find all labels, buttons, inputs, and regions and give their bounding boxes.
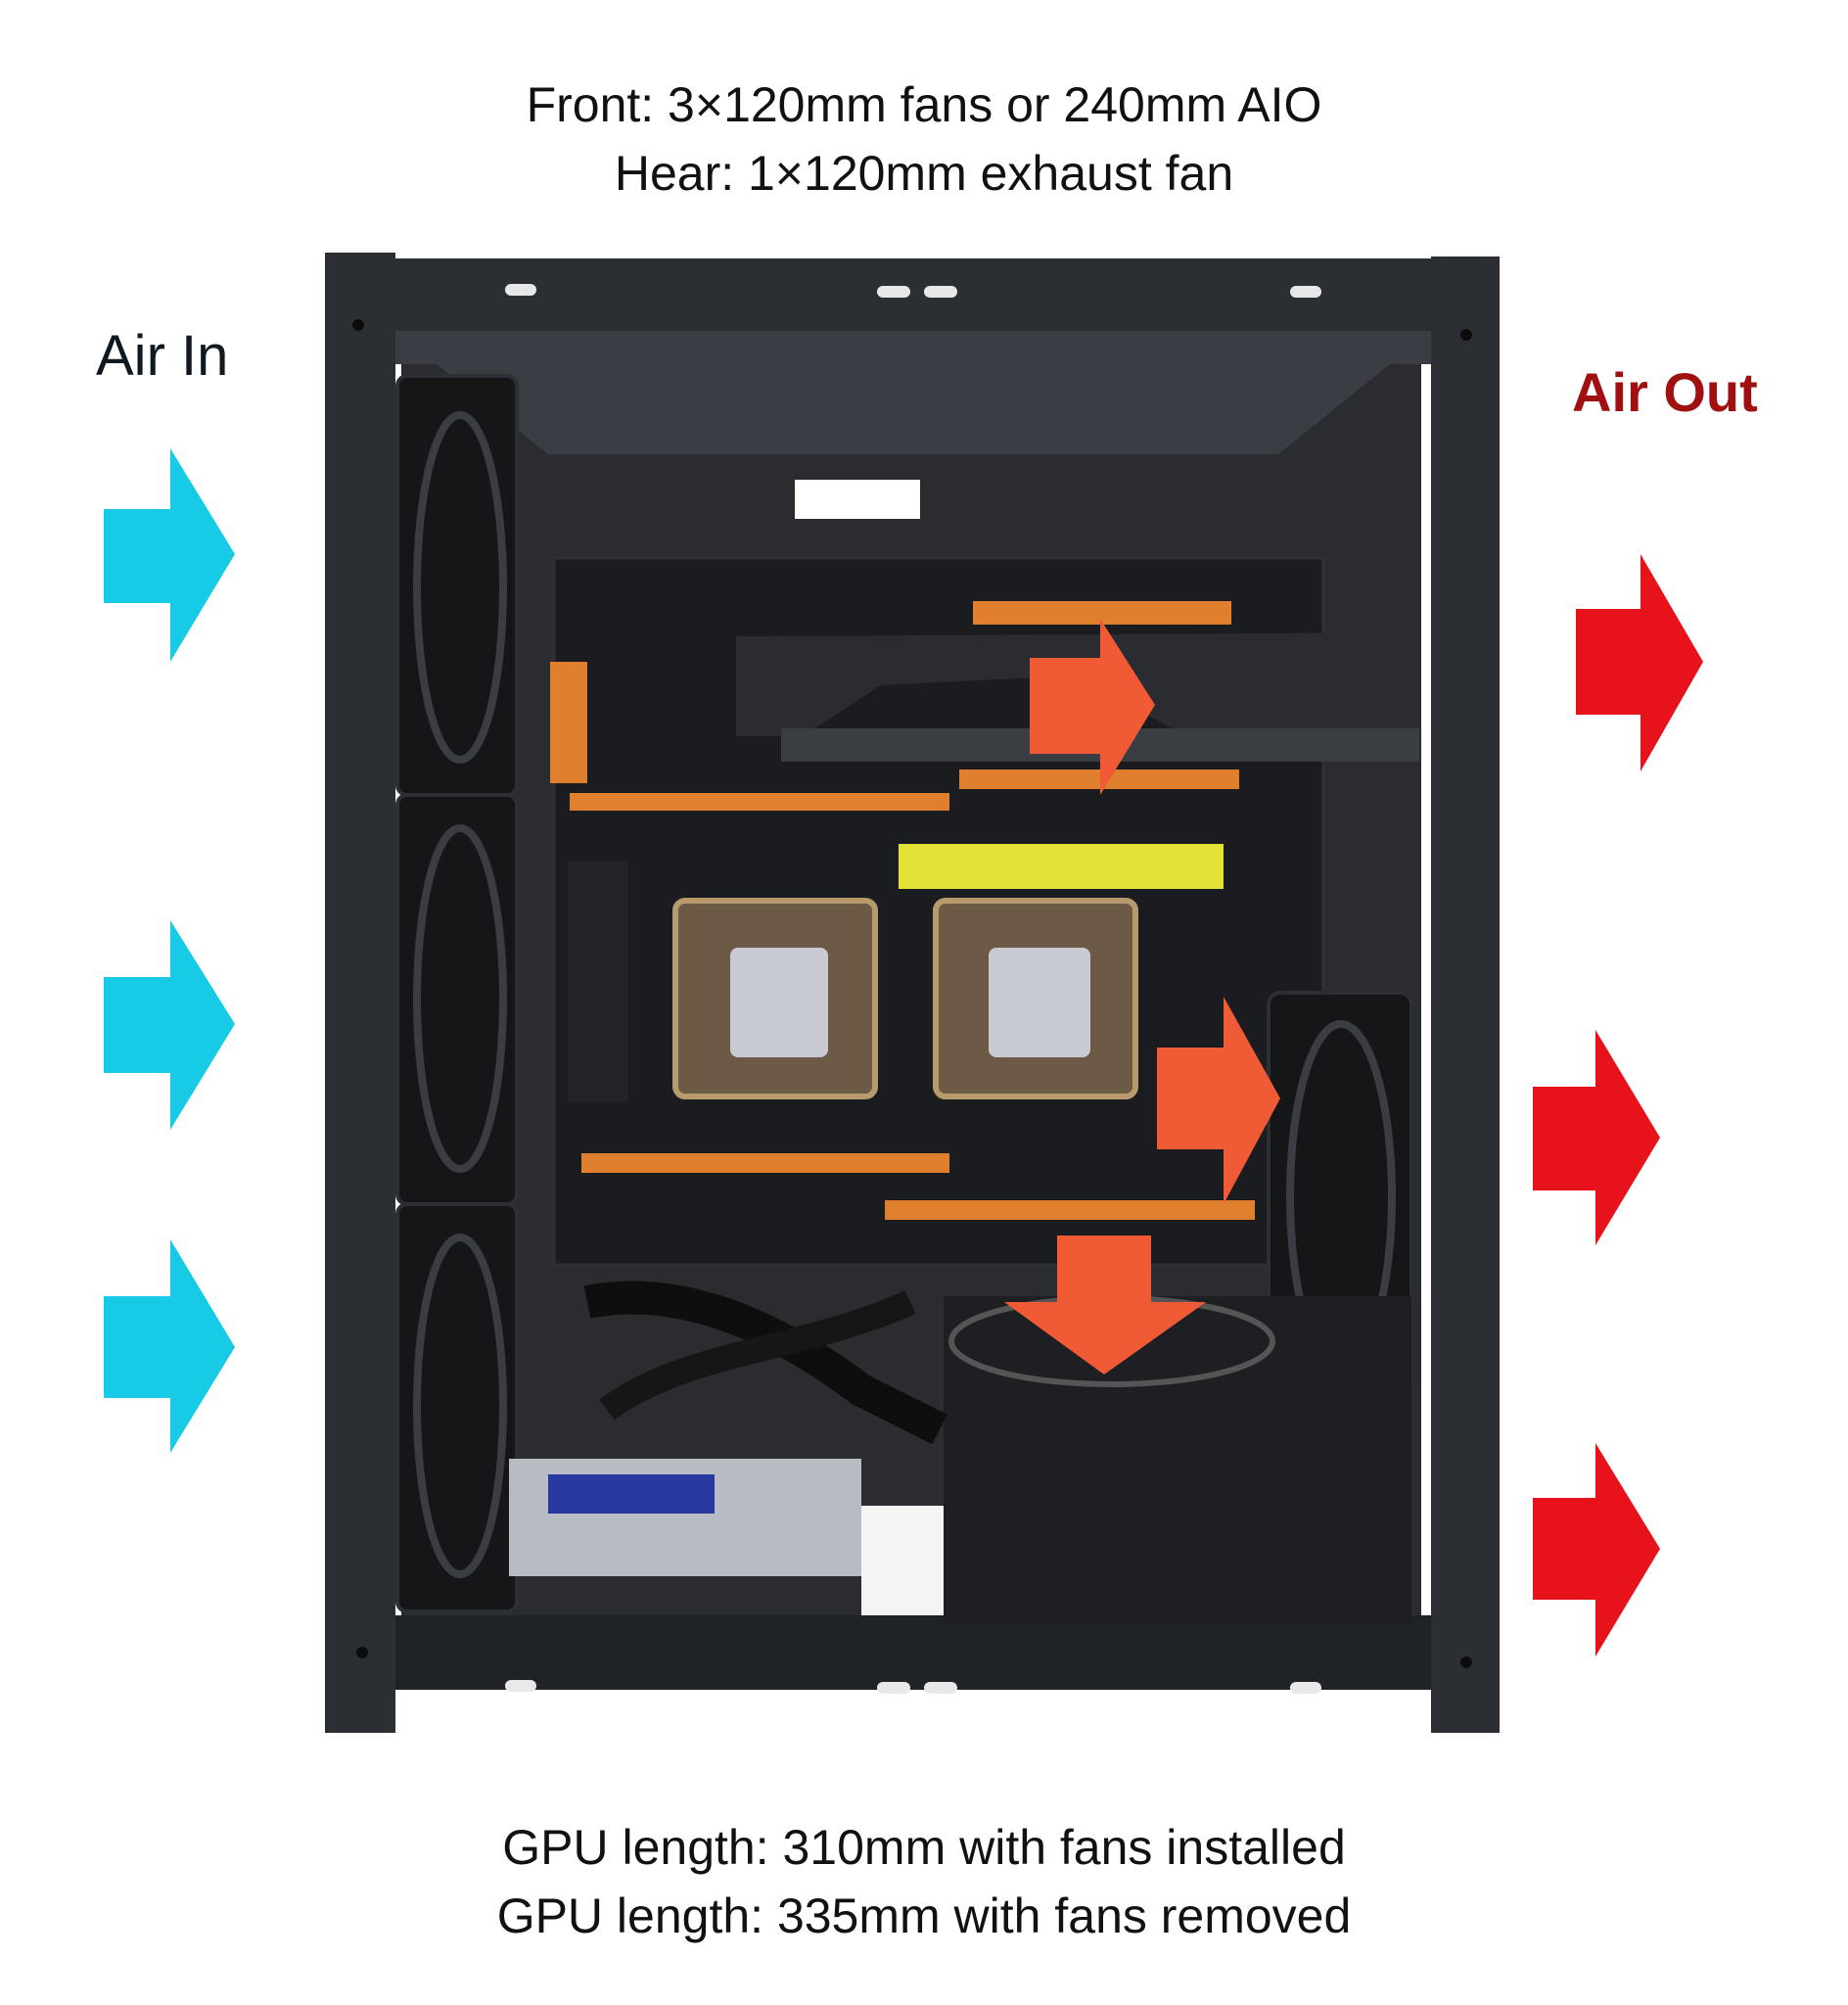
- cable-bundle: [599, 1290, 916, 1421]
- exhaust-arrow-icon: [1576, 554, 1703, 771]
- intake-arrow-icon: [104, 448, 235, 662]
- pcie-slot: [570, 793, 949, 811]
- sata-ports: [550, 662, 587, 783]
- psu-box: [944, 1296, 1411, 1625]
- ram-slot: [581, 1153, 949, 1173]
- frame-slot: [505, 1680, 536, 1692]
- cpu-socket-cover: [730, 948, 828, 1057]
- gpu-length-with-fans: GPU length: 310mm with fans installed: [502, 1820, 1346, 1875]
- fan-blades-icon: [413, 411, 507, 764]
- airflow-arrow-icon: [1030, 619, 1155, 795]
- exhaust-arrows: [1533, 554, 1703, 1656]
- pcie-slot: [959, 769, 1239, 789]
- pcie-slot: [973, 601, 1231, 625]
- cable-bundle: [583, 1281, 947, 1445]
- front-fans: [395, 374, 519, 1613]
- bottom-caption: GPU length: 310mm with fans installed GP…: [0, 1813, 1848, 1950]
- frame-slot: [877, 1682, 910, 1694]
- frame-screw: [1460, 329, 1472, 341]
- top-caption: Front: 3×120mm fans or 240mm AIO Hear: 1…: [0, 70, 1848, 208]
- rear-fan-spec: Hear: 1×120mm exhaust fan: [614, 146, 1234, 201]
- frame-top-inner: [395, 331, 1431, 454]
- frame-rear-rail: [1431, 256, 1500, 1733]
- memory-heatsink: [899, 844, 1224, 889]
- frame-screw: [356, 1647, 368, 1658]
- frame-slot: [924, 286, 957, 298]
- internal-airflow: [1004, 619, 1280, 1375]
- intake-arrow-icon: [104, 920, 235, 1130]
- air-out-label: Air Out: [1572, 361, 1758, 423]
- fan-blades-icon: [413, 824, 507, 1173]
- frame-bottom-rail: [395, 1615, 1431, 1690]
- gpu-shroud: [736, 632, 1417, 736]
- exhaust-arrow-icon: [1533, 1030, 1660, 1245]
- ram-slot: [885, 1200, 1255, 1220]
- cables-and-drives: [509, 1281, 947, 1615]
- vrm-heatsink: [568, 862, 628, 1102]
- gpu-length-without-fans: GPU length: 335mm with fans removed: [496, 1888, 1352, 1943]
- intake-arrow-icon: [104, 1239, 235, 1453]
- frame-slot: [505, 284, 536, 296]
- front-fan-spec: Front: 3×120mm fans or 240mm AIO: [526, 77, 1322, 132]
- frame-front-rail: [325, 253, 395, 1733]
- frame-screw: [1460, 1656, 1472, 1668]
- drive-label: [548, 1474, 715, 1514]
- rear-io-slot: [795, 480, 920, 519]
- exhaust-arrow-icon: [1533, 1443, 1660, 1656]
- frame-slot: [924, 1682, 957, 1694]
- air-in-label: Air In: [96, 324, 229, 388]
- airflow-arrow-icon: [1004, 1236, 1206, 1375]
- drive-tray-floor: [861, 1506, 944, 1615]
- frame-slot: [1290, 286, 1321, 298]
- power-supply: [944, 1295, 1411, 1625]
- fan-blades-icon: [413, 1234, 507, 1578]
- intake-arrows: [104, 448, 235, 1453]
- frame-slot: [1290, 1682, 1321, 1694]
- frame-top-rail: [395, 258, 1431, 331]
- cpu-socket-cover: [989, 948, 1090, 1057]
- airflow-arrow-icon: [1157, 997, 1280, 1204]
- frame-slot: [877, 286, 910, 298]
- frame-screw: [352, 319, 364, 331]
